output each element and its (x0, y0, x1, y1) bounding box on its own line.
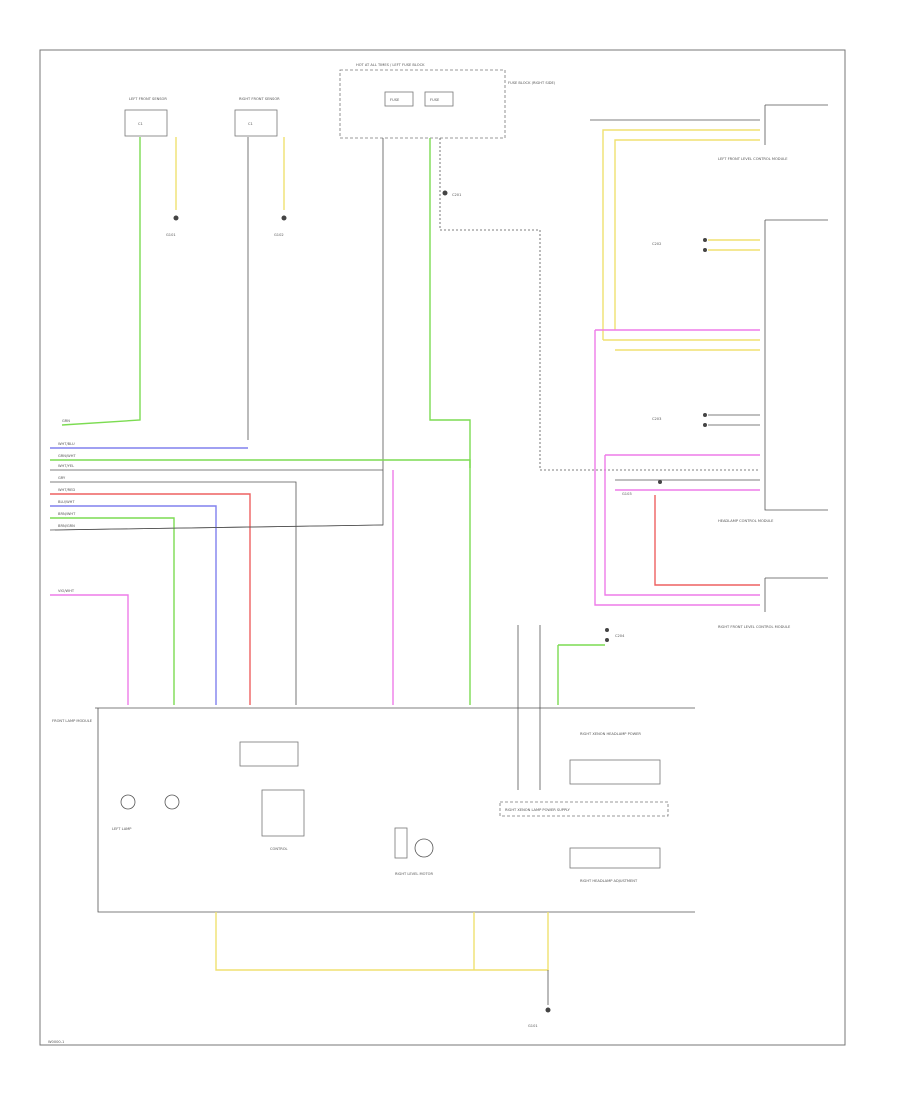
svg-text:GRN: GRN (62, 419, 70, 423)
right-front-sensor: RIGHT FRONT SENSOR C1 (234, 97, 280, 137)
svg-text:C201: C201 (452, 193, 461, 197)
wire-pink-right-2 (594, 330, 760, 606)
left-sensor-label: LEFT FRONT SENSOR (129, 97, 167, 101)
svg-text:C203: C203 (652, 417, 661, 421)
svg-text:GRY: GRY (58, 476, 66, 480)
wire-yellow-1 (602, 129, 760, 340)
wire-ground-bus (215, 912, 549, 971)
svg-text:C202: C202 (652, 242, 661, 246)
svg-text:HEADLAMP CONTROL MODULE: HEADLAMP CONTROL MODULE (718, 519, 774, 523)
fuse-side-label: FUSE BLOCK (RIGHT SIDE) (508, 81, 556, 85)
svg-text:C204: C204 (615, 634, 625, 638)
ground-bottom-label: G101 (528, 1024, 538, 1028)
wire-fuse-right-dash (439, 138, 760, 471)
svg-text:CONTROL: CONTROL (270, 847, 288, 851)
svg-text:BRN/GRN: BRN/GRN (58, 524, 75, 528)
left-harness-bundle: WHT/BLU GRN/WHT WHT/YEL GRY WHT/RED BLU/… (49, 419, 471, 705)
svg-text:RIGHT HEADLAMP ADJUSTMENT: RIGHT HEADLAMP ADJUSTMENT (580, 879, 638, 883)
ground-g2: G102 (274, 215, 287, 237)
right-sensor-label: RIGHT FRONT SENSOR (239, 97, 280, 101)
front-lamp-module: FRONT LAMP MODULE (52, 707, 695, 913)
control-unit: CONTROL (239, 741, 305, 851)
right-power-box: RIGHT XENON HEADLAMP POWER RIGHT XENON L… (499, 732, 669, 883)
svg-text:GRN/WHT: GRN/WHT (58, 454, 76, 458)
diagram-code: W0000-1 (48, 1040, 64, 1044)
wire-fuse-left-down (54, 138, 384, 531)
svg-text:BLU/WHT: BLU/WHT (58, 500, 75, 504)
right-level-module: RIGHT FRONT LEVEL CONTROL MODULE (718, 577, 828, 629)
svg-text:FRONT LAMP MODULE: FRONT LAMP MODULE (52, 719, 93, 723)
svg-text:LEFT LAMP: LEFT LAMP (112, 827, 132, 831)
diagram-frame (39, 49, 846, 1046)
fuse-left-label: FUSE (390, 98, 400, 102)
fuse-block-label: HOT AT ALL TIMES / LEFT FUSE BLOCK (356, 63, 425, 67)
svg-text:WHT/RED: WHT/RED (58, 488, 75, 492)
wire-left-pink (50, 594, 129, 705)
left-level-module: LEFT FRONT LEVEL CONTROL MODULE (718, 104, 828, 161)
fuse-right-label: FUSE (430, 98, 440, 102)
svg-text:G102: G102 (274, 233, 284, 237)
headlamp-control-module: HEADLAMP CONTROL MODULE (718, 219, 828, 523)
wire-red-right (654, 495, 760, 586)
svg-text:VIO/WHT: VIO/WHT (58, 589, 75, 593)
wire-fuse-right-green (429, 138, 471, 468)
svg-text:WHT/BLU: WHT/BLU (58, 442, 75, 446)
left-lamp: LEFT LAMP (112, 794, 180, 831)
connector-c2: C202 (652, 238, 760, 252)
svg-text:WHT/YEL: WHT/YEL (58, 464, 74, 468)
svg-text:G101: G101 (166, 233, 176, 237)
wire-pink-right-4 (604, 455, 760, 596)
ground-g1: G101 (166, 215, 179, 237)
wire-left-sensor-green (61, 137, 141, 426)
right-sensor-sub: C1 (248, 122, 253, 126)
fuse-block: HOT AT ALL TIMES / LEFT FUSE BLOCK FUSE … (339, 63, 556, 139)
left-front-sensor: LEFT FRONT SENSOR C1 (124, 97, 168, 137)
svg-text:G103: G103 (622, 492, 632, 496)
left-sensor-sub: C1 (138, 122, 143, 126)
svg-text:RIGHT XENON LAMP POWER SUPPLY: RIGHT XENON LAMP POWER SUPPLY (505, 808, 571, 812)
svg-text:RIGHT LEVEL MOTOR: RIGHT LEVEL MOTOR (395, 872, 433, 876)
svg-text:RIGHT FRONT LEVEL CONTROL MODU: RIGHT FRONT LEVEL CONTROL MODULE (718, 625, 791, 629)
wire-yellow-2 (614, 139, 760, 330)
right-level-motor: RIGHT LEVEL MOTOR (394, 827, 433, 876)
connector-c3: C203 (652, 413, 760, 427)
svg-text:BRN/WHT: BRN/WHT (58, 512, 76, 516)
svg-text:RIGHT XENON HEADLAMP POWER: RIGHT XENON HEADLAMP POWER (580, 732, 641, 736)
svg-text:LEFT FRONT LEVEL CONTROL MODUL: LEFT FRONT LEVEL CONTROL MODULE (718, 157, 788, 161)
